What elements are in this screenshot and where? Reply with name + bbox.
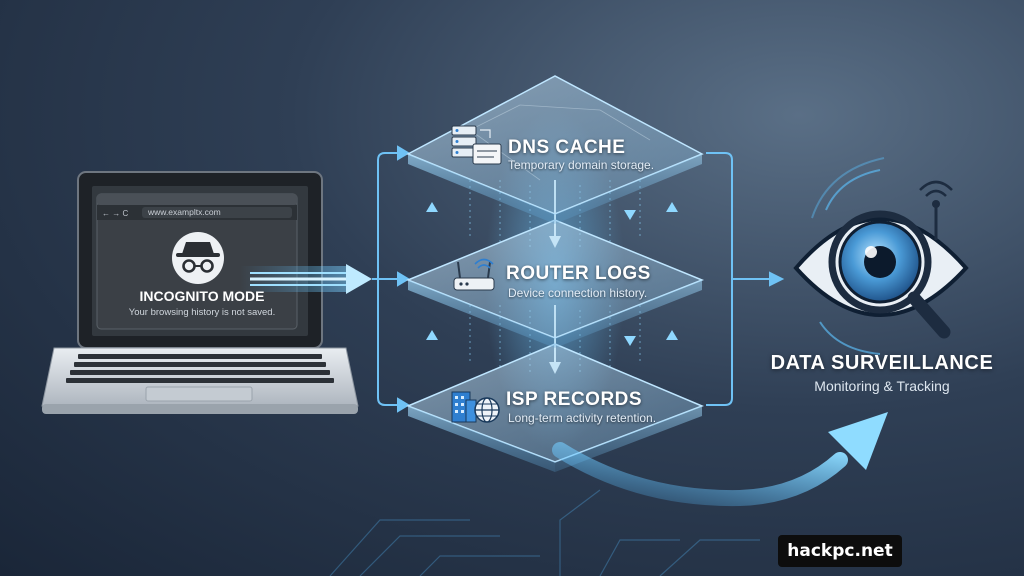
incognito-mode-title: INCOGNITO MODE [139, 288, 265, 304]
browser-nav-icons: ← → C [102, 209, 128, 218]
layer-slab-router [405, 219, 705, 348]
eye-magnifier-icon [793, 157, 969, 355]
layer-slab-dns [406, 75, 704, 224]
router-icon [453, 258, 495, 291]
laptop-illustration: ← → C [41, 171, 359, 414]
router-logs-title: ROUTER LOGS [506, 263, 651, 284]
building-globe-icon [451, 391, 500, 423]
layer-slab-isp [405, 343, 705, 472]
incognito-mode-subtitle: Your browsing history is not saved. [128, 307, 276, 318]
input-bracket [372, 145, 410, 413]
dns-cache-description: Temporary domain storage. [508, 158, 655, 172]
browser-url-bar: www.exampltx.com [148, 207, 221, 217]
incognito-icon [172, 232, 224, 284]
brand-watermark: hackpc.net [778, 535, 902, 567]
circuit-traces [329, 489, 760, 576]
isp-records-title: ISP RECORDS [506, 389, 643, 410]
isp-records-description: Long-term activity retention. [508, 411, 657, 425]
output-bracket [706, 152, 785, 406]
keyboard-keys [66, 354, 334, 383]
server-icon [451, 125, 502, 165]
router-logs-description: Device connection history. [508, 286, 648, 300]
dns-cache-title: DNS CACHE [508, 137, 626, 158]
data-flow-beam [240, 264, 372, 294]
data-surveillance-title: DATA SURVEILLANCE [770, 352, 994, 374]
data-surveillance-subtitle: Monitoring & Tracking [814, 378, 950, 394]
output-swoosh-arrow [552, 412, 888, 507]
svg-text:← → C: ← → C [102, 209, 128, 218]
